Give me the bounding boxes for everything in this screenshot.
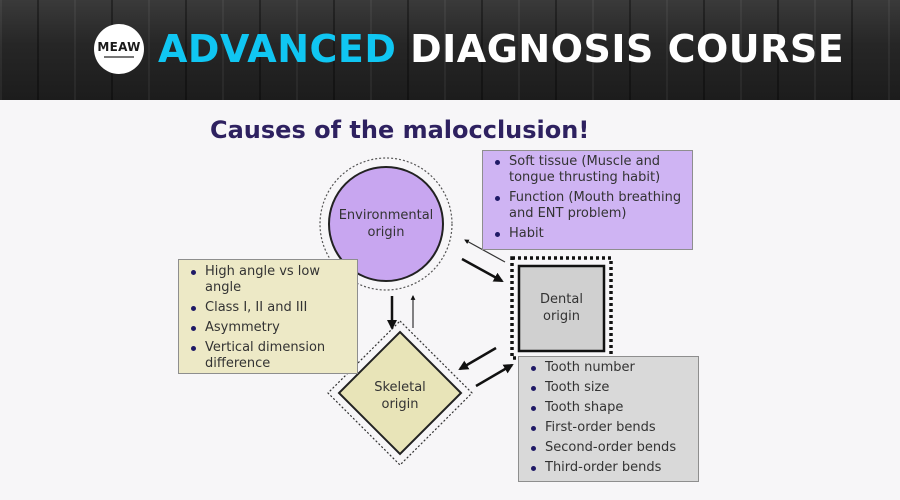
arrow-dental-to-skeletal [458,346,497,371]
list-item: Tooth shape [523,400,692,416]
dental-label-line1: Dental [540,292,583,307]
list-item: Second-order bends [523,440,692,456]
skeletal-label-line1: Skeletal [374,380,426,395]
list-item: Habit [487,226,686,242]
list-item: Function (Mouth breathing and ENT proble… [487,190,686,222]
list-item: Vertical dimension difference [183,340,351,372]
list-item: Soft tissue (Muscle and tongue thrusting… [487,154,686,186]
environmental-outer-ring [319,157,453,291]
list-item: Tooth number [523,360,692,376]
list-item: Class I, II and III [183,300,351,316]
dental-node [517,264,606,353]
course-title-accent: ADVANCED [158,27,397,71]
dental-node-label: Dental origin [519,288,604,328]
dental-label-line2: origin [542,309,580,324]
environmental-label-line1: Environmental [338,208,434,223]
skeletal-causes-box: High angle vs low angle Class I, II and … [178,259,358,374]
course-title: ADVANCED DIAGNOSIS COURSE [158,22,844,76]
list-item: Asymmetry [183,320,351,336]
dental-causes-box: Tooth number Tooth size Tooth shape Firs… [518,356,699,482]
header-banner: MEAW ADVANCED DIAGNOSIS COURSE [0,0,900,100]
list-item: First-order bends [523,420,692,436]
skeletal-node [337,330,463,456]
skeletal-label-line2: origin [381,397,419,412]
list-item: High angle vs low angle [183,264,351,296]
arrow-dental-to-env [464,239,506,263]
slide-title: Causes of the malocclusion! [210,116,590,144]
environmental-node [328,166,444,282]
environmental-causes-box: Soft tissue (Muscle and tongue thrusting… [482,150,693,250]
environmental-node-label: Environmental origin [336,204,436,244]
list-item: Tooth size [523,380,692,396]
course-title-rest: DIAGNOSIS COURSE [410,27,845,71]
arrow-env-to-dental [461,257,504,283]
arrow-skeletal-to-dental [475,363,514,388]
list-item: Third-order bends [523,460,692,476]
skeletal-node-label: Skeletal origin [350,376,450,416]
logo-underline [104,56,134,58]
meaw-logo: MEAW [94,24,144,74]
environmental-label-line2: origin [367,225,405,240]
logo-text: MEAW [97,40,141,54]
